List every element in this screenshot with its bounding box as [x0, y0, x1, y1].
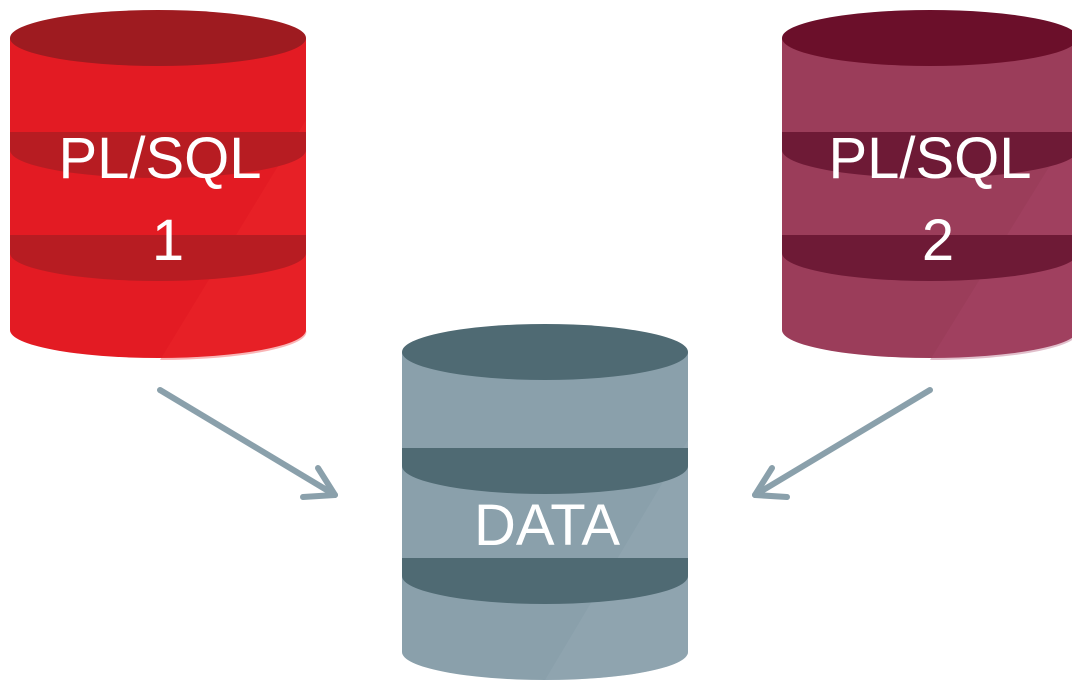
db-label-line2: 1 [152, 208, 184, 273]
db-band [782, 235, 1072, 281]
db-label-line1: PL/SQL [828, 126, 1031, 191]
database-plsql-1: PL/SQL 1 [10, 10, 307, 360]
db-band [402, 558, 688, 604]
db-label-line1: PL/SQL [58, 126, 261, 191]
db-body [782, 38, 1072, 358]
db-label-line2: 2 [922, 208, 954, 273]
db-band [10, 132, 306, 178]
database-data: DATA [402, 324, 688, 680]
db-top [782, 10, 1072, 66]
arrow-plsql-2-to-data [752, 387, 933, 500]
db-label-line1: DATA [474, 493, 620, 558]
db-top [10, 10, 306, 66]
arrow-shaft [157, 387, 338, 498]
arrow-plsql-1-to-data [157, 387, 338, 500]
database-plsql-2: PL/SQL 2 [782, 10, 1072, 361]
db-band [782, 132, 1072, 178]
arrow-shaft [752, 387, 933, 498]
arrow-head [752, 465, 790, 500]
arrow-head [300, 465, 338, 500]
db-band [402, 448, 688, 494]
db-body [10, 38, 306, 358]
db-top [402, 324, 688, 380]
db-band [10, 235, 306, 281]
